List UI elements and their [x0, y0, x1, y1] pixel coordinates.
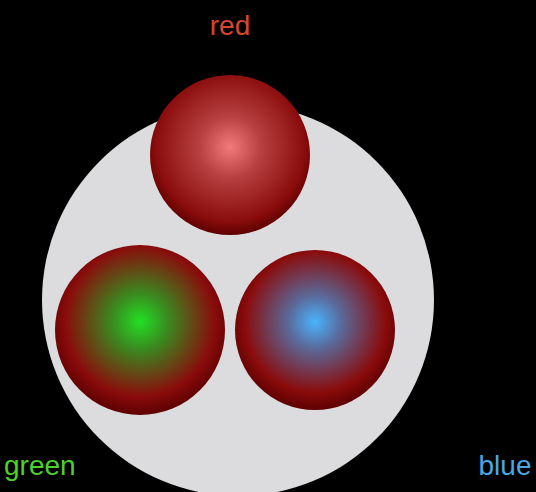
color-label: blue	[479, 451, 532, 482]
blue-quark	[235, 250, 395, 410]
color-label: green	[4, 451, 76, 482]
green-quark	[55, 245, 225, 415]
red-quark	[150, 75, 310, 235]
color-label: red	[210, 11, 250, 42]
